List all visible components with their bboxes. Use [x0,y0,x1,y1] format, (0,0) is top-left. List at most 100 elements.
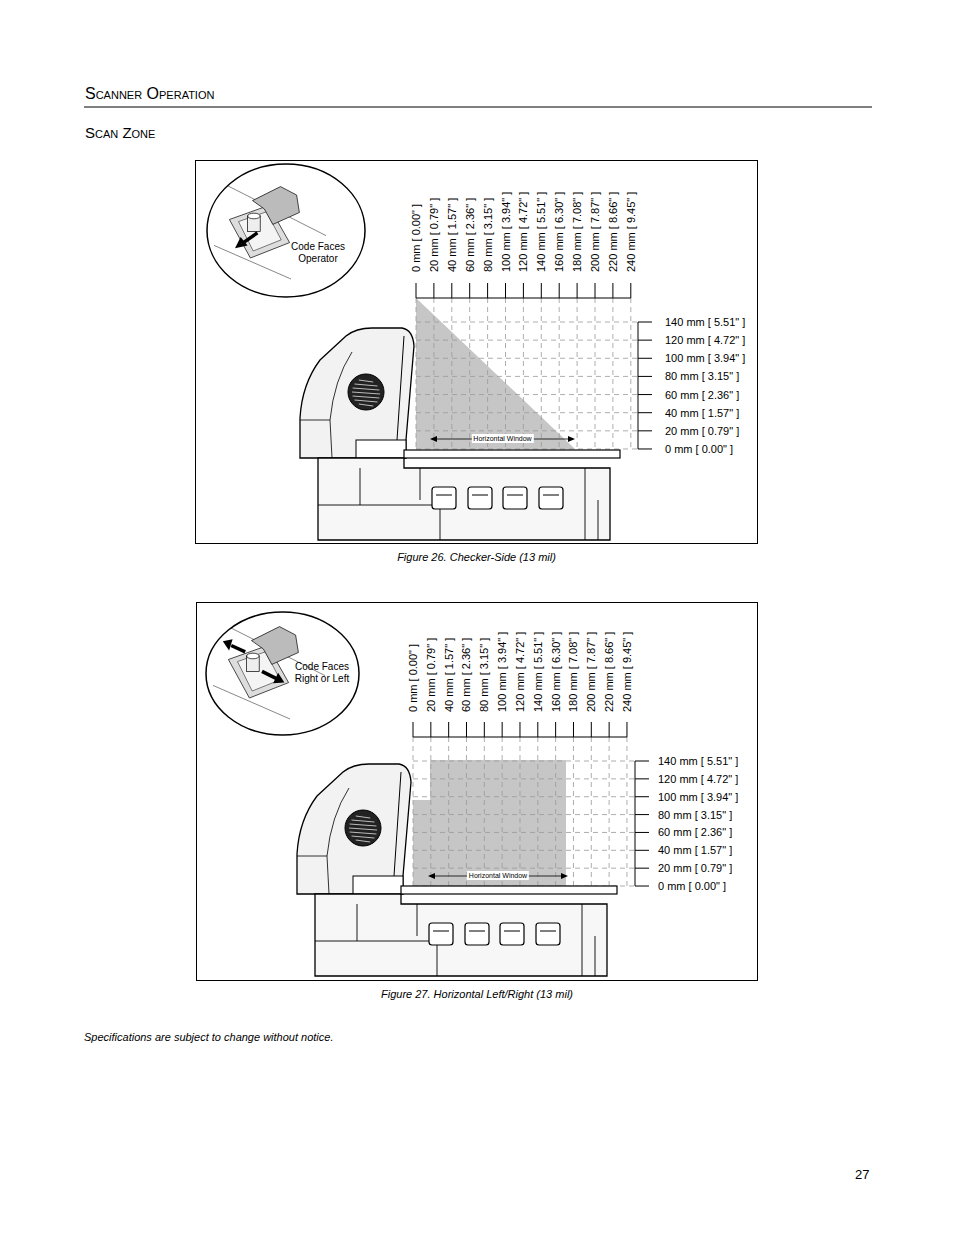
axis-tick [577,283,578,298]
depth-label: 100 mm [ 3.94" ] [495,632,509,712]
base-slot [432,487,456,509]
inset-outline [206,163,366,298]
grid-line [487,298,488,449]
grid-line [413,737,414,886]
height-label: 120 mm [ 4.72" ] [665,333,745,347]
speaker-slot [350,824,377,826]
axis-tick [559,283,560,298]
grid-line [416,448,638,449]
height-axis [638,322,639,449]
grid-line [541,298,542,449]
footnote: Specifications are subject to change wit… [84,1030,333,1044]
axis-tick [573,722,574,737]
sketch-item-top [247,653,260,659]
grid-line [416,430,638,431]
height-axis [635,761,636,886]
axis-tick [451,283,452,298]
header-rule [84,107,872,108]
axis-tick [537,722,538,737]
scanner-drawing [297,764,617,976]
subsection-heading: Scan Zone [85,124,155,142]
axis-tick [505,283,506,298]
depth-label: 20 mm [ 0.79" ] [424,638,438,712]
slot-line [472,495,488,496]
sketch-item-top [248,213,261,219]
speaker-slot [352,836,375,838]
height-label: 100 mm [ 3.94" ] [658,790,738,804]
depth-label: 120 mm [ 4.72" ] [516,192,530,272]
dimension-arrowhead [430,436,437,442]
depth-label: 60 mm [ 2.36" ] [459,638,473,712]
height-label: 20 mm [ 0.79" ] [658,861,732,875]
depth-label: 220 mm [ 8.66" ] [606,192,620,272]
depth-label: 100 mm [ 3.94" ] [499,192,513,272]
weigh-platter [401,886,617,894]
figure-caption: Figure 27. Horizontal Left/Right (13 mil… [197,987,757,1001]
inset-sketch [214,182,326,279]
grid-line [448,737,449,886]
grid-line [502,737,503,886]
depth-label: 0 mm [ 0.00" ] [409,204,423,272]
axis-tick [635,814,649,815]
slot-line [433,931,449,932]
grid-line [612,298,613,449]
depth-label: 180 mm [ 7.08" ] [570,192,584,272]
depth-label: 200 mm [ 7.87" ] [588,192,602,272]
speaker-slot [355,400,378,402]
speaker-slot [349,828,377,830]
grid-line [416,376,638,377]
axis-tick [638,394,652,395]
height-label: 100 mm [ 3.94" ] [665,351,745,365]
depth-label: 180 mm [ 7.08" ] [566,632,580,712]
axis-tick [638,430,652,431]
grid-line [416,394,638,395]
axis-tick [416,283,417,298]
grid-line [469,298,470,449]
figure-frame: Figure 26. Checker-Side (13 mil)Code Fac… [195,160,758,544]
base-slot [465,923,489,945]
speaker-slot [355,384,378,386]
grid-line [466,737,467,886]
weigh-platter [404,450,620,458]
tower-panel [300,352,352,458]
slot-line [540,931,556,932]
depth-axis [416,298,631,299]
inset-circle-fill [206,612,359,735]
axis-tick [635,778,649,779]
grid-line [555,737,556,886]
dimension-arrowhead [428,873,435,879]
grid-line [537,737,538,886]
grid-line [413,832,635,833]
axis-tick [469,283,470,298]
scan-zone-figure [300,283,652,540]
depth-label: 240 mm [ 9.45" ] [620,632,634,712]
grid-line [416,358,638,359]
speaker-grille [345,810,381,846]
height-label: 60 mm [ 2.36" ] [665,388,739,402]
axis-tick [433,283,434,298]
height-label: 40 mm [ 1.57" ] [665,406,739,420]
grid-line [577,298,578,449]
depth-label: 220 mm [ 8.66" ] [602,632,616,712]
inset-callout: Code Faces Right or Left [293,661,351,685]
axis-tick [502,722,503,737]
grid-line [626,737,627,886]
height-label: 140 mm [ 5.51" ] [665,315,745,329]
axis-tick [448,722,449,737]
tower-panel [297,788,349,894]
scanner-base [315,894,607,976]
inset-circle-border [206,612,359,735]
figure-caption: Figure 26. Checker-Side (13 mil) [196,550,757,564]
base-detail [318,468,598,540]
axis-tick [638,448,652,449]
tower-base [353,876,403,894]
axis-tick [638,412,652,413]
depth-label: 120 mm [ 4.72" ] [513,632,527,712]
slot-line [543,495,559,496]
grid-line [413,814,635,815]
depth-label: 200 mm [ 7.87" ] [584,632,598,712]
depth-axis [413,737,627,738]
inset-callout: Code Faces Operator [290,241,346,265]
